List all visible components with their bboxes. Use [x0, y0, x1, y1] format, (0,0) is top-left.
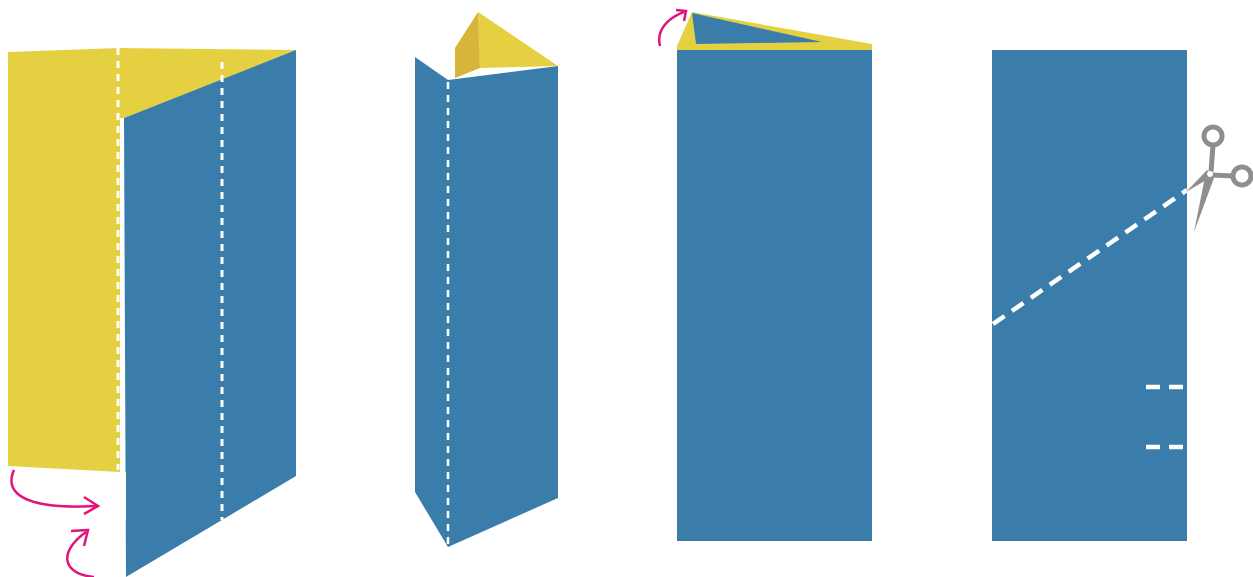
- scissors-arm-right: [1211, 175, 1233, 176]
- flattened-paper-body: [677, 50, 872, 541]
- paper-back-left-panel: [8, 48, 120, 472]
- scissors-pivot: [1207, 171, 1213, 177]
- step-1-fold-into-thirds: [8, 48, 296, 577]
- folded-paper-to-cut: [992, 50, 1187, 541]
- paper-front-panel: [124, 50, 296, 577]
- prism-top-front: [478, 12, 558, 68]
- prism-top-back: [455, 12, 480, 78]
- flattened-top-front-flap: [692, 13, 822, 44]
- step-3-flatten: [659, 10, 872, 541]
- step-2-stand-as-prism: [415, 12, 558, 547]
- prism-right-face: [448, 66, 558, 547]
- step-4-cut: [992, 50, 1251, 541]
- scissors-arm-upper: [1211, 145, 1213, 172]
- scissors-handle-right: [1233, 167, 1251, 185]
- scissors-icon: [1186, 127, 1251, 232]
- paper-front-bottom-cutout: [120, 472, 126, 520]
- curved-arrow-icon: [67, 532, 94, 577]
- scissors-handle-upper: [1204, 127, 1222, 145]
- prism-left-face: [415, 57, 448, 547]
- curved-arrow-icon: [11, 470, 96, 507]
